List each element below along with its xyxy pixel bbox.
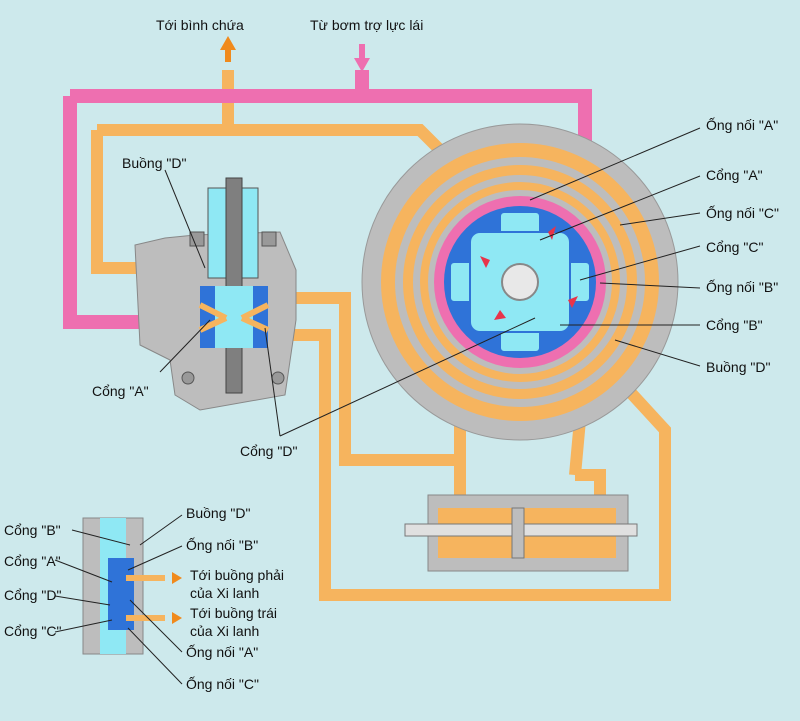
label-port-c-right: Cổng "C" (706, 239, 763, 255)
label-inset-pipe-b: Ống nối "B" (186, 536, 258, 553)
label-inset-pipe-c: Ống nối "C" (186, 675, 259, 692)
label-pipe-c-right: Ống nối "C" (706, 204, 779, 221)
label-inset-chamber-d: Buồng "D" (186, 505, 250, 521)
up-arrow-icon (220, 36, 236, 62)
inset-detail (82, 517, 182, 655)
label-inset-port-a: Cổng "A" (4, 553, 61, 569)
label-inset-port-c: Cổng "C" (4, 623, 61, 639)
pipe-to-rotary-lower (290, 292, 466, 466)
label-to-right-chamber-1: Tới buồng phải (190, 567, 284, 583)
label-port-a-right: Cổng "A" (706, 167, 763, 183)
label-port-d-center: Cổng "D" (240, 443, 297, 459)
label-pipe-a-right: Ống nối "A" (706, 116, 778, 133)
label-port-b-right: Cổng "B" (706, 317, 763, 333)
rotary-valve (361, 123, 679, 441)
label-to-right-chamber-2: của Xi lanh (190, 585, 259, 601)
power-cylinder (404, 494, 638, 572)
arrow-right-icon (172, 612, 182, 624)
label-to-reservoir: Tới bình chứa (156, 17, 244, 33)
label-inset-pipe-a: Ống nối "A" (186, 643, 258, 660)
label-pipe-b-right: Ống nối "B" (706, 278, 778, 295)
label-inset-port-d: Cổng "D" (4, 587, 61, 603)
arrow-right-icon (172, 572, 182, 584)
labels: Tới bình chứa Từ bơm trợ lực lái Buồng "… (4, 17, 779, 692)
label-chamber-d-left: Buồng "D" (122, 155, 186, 171)
left-valve-body (134, 177, 297, 411)
label-to-left-chamber-2: của Xi lanh (190, 623, 259, 639)
return-pipes (91, 70, 671, 601)
label-inset-port-b: Cổng "B" (4, 522, 61, 538)
label-port-a-left: Cổng "A" (92, 383, 149, 399)
label-from-pump: Từ bơm trợ lực lái (310, 17, 423, 33)
pipe-rotary-down (569, 419, 586, 476)
label-to-left-chamber-1: Tới buồng trái (190, 605, 277, 621)
down-arrow-icon (354, 44, 370, 72)
label-chamber-d-right: Buồng "D" (706, 359, 770, 375)
pipe-outer-loop (290, 329, 671, 601)
top-arrows (220, 36, 370, 72)
leader-lines (54, 127, 701, 685)
